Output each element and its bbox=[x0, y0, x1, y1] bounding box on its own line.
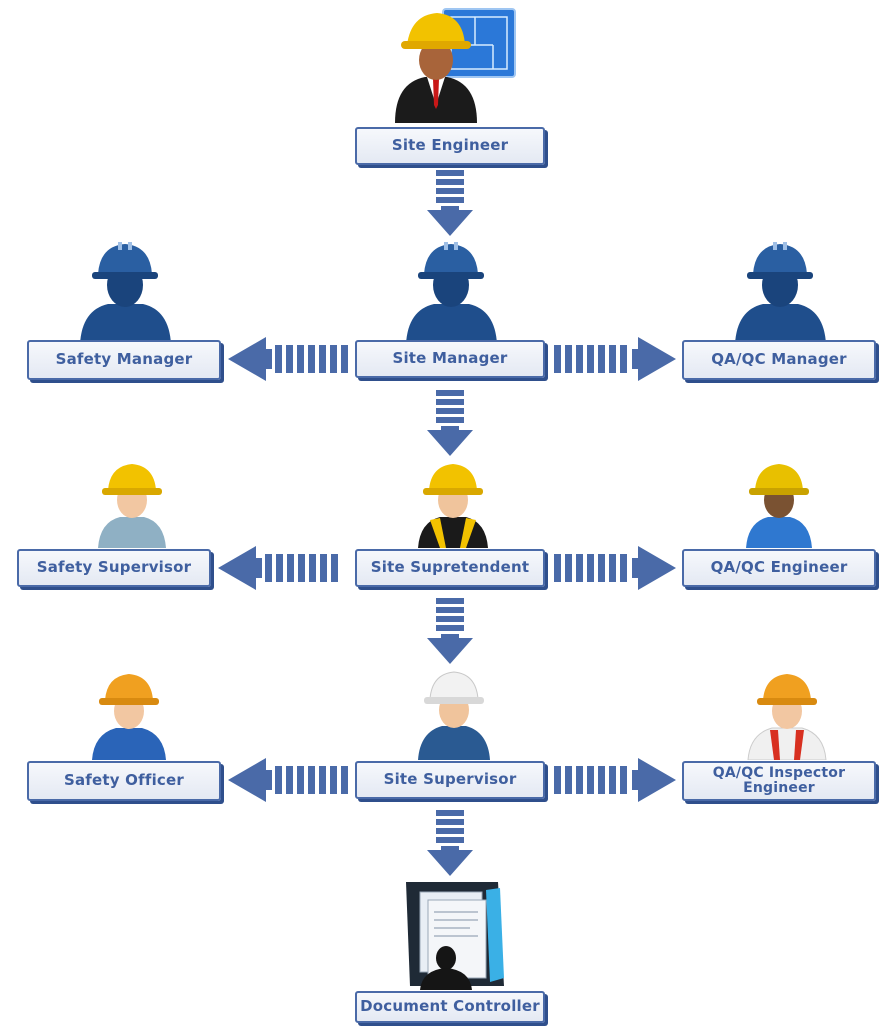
down-arrow-to-site-supretendent bbox=[427, 390, 473, 456]
document-folder-icon bbox=[400, 878, 518, 990]
role-box-qaqc-manager: QA/QC Manager bbox=[682, 340, 876, 380]
manager-hardhat-icon bbox=[78, 240, 173, 344]
down-arrow-to-document-controller bbox=[427, 810, 473, 876]
worker-white-helmet-icon bbox=[414, 668, 494, 760]
engineer-with-blueprint-icon bbox=[385, 5, 520, 123]
worker-yellow-helmet-icon bbox=[740, 460, 818, 548]
left-arrow-to-safety-manager bbox=[228, 337, 352, 381]
manager-hardhat-icon bbox=[733, 240, 828, 344]
role-box-site-supervisor: Site Supervisor bbox=[355, 761, 545, 799]
down-arrow-to-site-supervisor bbox=[427, 598, 473, 664]
role-box-qaqc-inspector-engineer: QA/QC Inspector Engineer bbox=[682, 761, 876, 801]
role-box-site-manager: Site Manager bbox=[355, 340, 545, 378]
role-box-document-controller: Document Controller bbox=[355, 991, 545, 1023]
role-box-safety-manager: Safety Manager bbox=[27, 340, 221, 380]
down-arrow-to-site-manager bbox=[427, 170, 473, 236]
role-box-qaqc-engineer: QA/QC Engineer bbox=[682, 549, 876, 587]
role-box-site-supretendent: Site Supretendent bbox=[355, 549, 545, 587]
role-box-site-engineer: Site Engineer bbox=[355, 127, 545, 165]
left-arrow-to-safety-supervisor bbox=[218, 546, 342, 590]
worker-orange-helmet-icon bbox=[744, 670, 830, 760]
worker-yellow-helmet-vest-icon bbox=[412, 460, 494, 548]
right-arrow-to-qaqc-engineer bbox=[552, 546, 676, 590]
left-arrow-to-safety-officer bbox=[228, 758, 352, 802]
worker-yellow-helmet-icon bbox=[92, 460, 172, 548]
role-box-safety-officer: Safety Officer bbox=[27, 761, 221, 801]
worker-orange-helmet-icon bbox=[88, 670, 170, 760]
right-arrow-to-qaqc-manager bbox=[552, 337, 676, 381]
right-arrow-to-qaqc-inspector-engineer bbox=[552, 758, 676, 802]
manager-hardhat-icon bbox=[404, 240, 499, 344]
role-box-safety-supervisor: Safety Supervisor bbox=[17, 549, 211, 587]
